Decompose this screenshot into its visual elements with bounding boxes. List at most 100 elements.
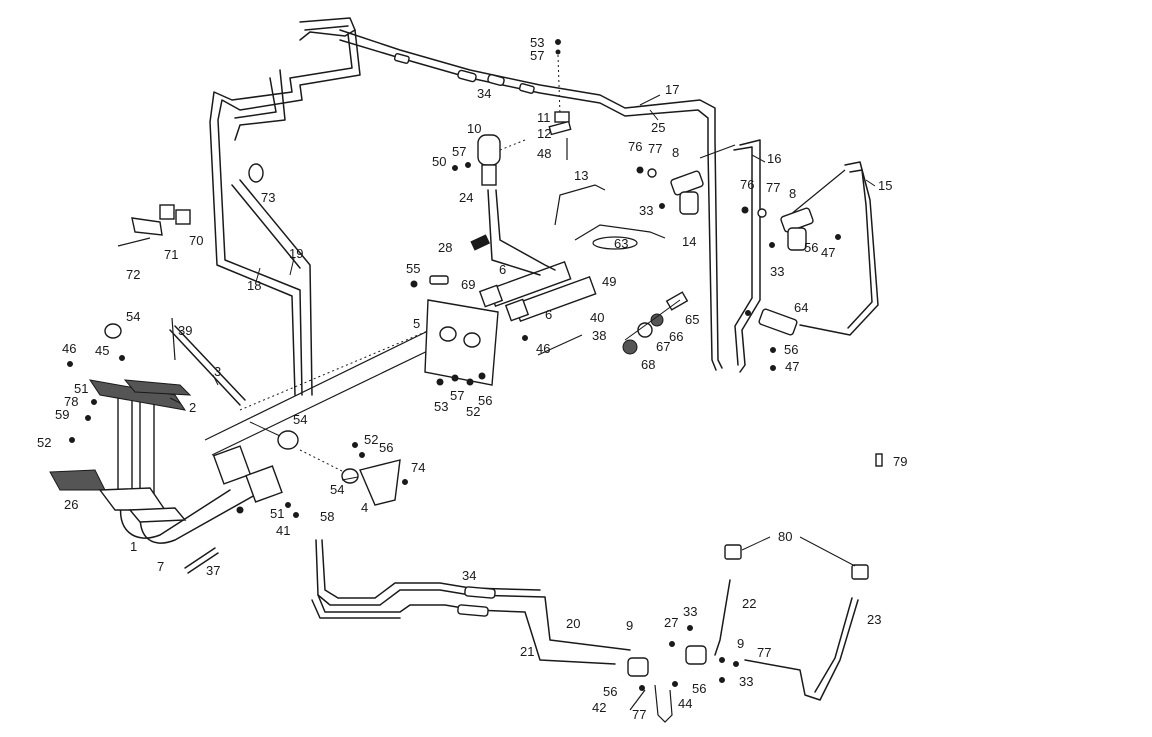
part-label-56-f: 56 (692, 681, 706, 696)
part-label-24: 24 (459, 190, 473, 205)
bolt-38 (537, 334, 583, 356)
part-label-57-plate: 57 (450, 388, 464, 403)
part-label-78: 78 (64, 394, 78, 409)
part-label-48: 48 (537, 146, 551, 161)
part-label-19: 19 (289, 246, 303, 261)
part-label-33-b: 33 (770, 264, 784, 279)
bracket-71 (131, 217, 163, 236)
part-label-40: 40 (590, 310, 604, 325)
washer-54-right (341, 468, 359, 484)
pedal-arm-left (117, 389, 133, 501)
part-label-57-top: 57 (530, 48, 544, 63)
bleeder-80-left (724, 544, 742, 560)
part-label-39: 39 (178, 323, 192, 338)
part-label-79: 79 (893, 454, 907, 469)
part-label-55: 55 (406, 261, 420, 276)
part-label-16: 16 (767, 151, 781, 166)
part-label-54-left: 54 (126, 309, 140, 324)
part-label-15: 15 (878, 178, 892, 193)
right-brake-lines (699, 139, 879, 373)
lower-brake-lines (311, 539, 859, 701)
upper-brake-lines (209, 17, 723, 396)
part-label-53-top: 53 (530, 35, 544, 50)
tee-8-left (670, 170, 704, 196)
piston-68 (622, 339, 638, 355)
part-label-34-lower: 34 (462, 568, 476, 583)
part-label-63: 63 (614, 236, 628, 251)
reservoir-10 (477, 134, 501, 166)
part-label-56-a: 56 (804, 240, 818, 255)
pin-39 (171, 317, 176, 361)
clip-28 (470, 234, 491, 251)
cap-69 (429, 275, 449, 285)
part-label-13: 13 (574, 168, 588, 183)
part-label-73: 73 (261, 190, 275, 205)
part-label-18: 18 (247, 278, 261, 293)
part-label-77-right: 77 (766, 180, 780, 195)
washer-54-left (104, 323, 122, 339)
part-label-52-plate: 52 (466, 404, 480, 419)
part-label-37: 37 (206, 563, 220, 578)
part-label-66: 66 (669, 329, 683, 344)
mounting-plate-5 (424, 299, 499, 386)
part-label-9-left: 9 (626, 618, 633, 633)
part-label-22: 22 (742, 596, 756, 611)
lower-fittings (457, 453, 883, 723)
part-label-33-a: 33 (639, 203, 653, 218)
part-label-4: 4 (361, 500, 368, 515)
part-label-56-c: 56 (478, 393, 492, 408)
part-number-labels: 1 2 3 4 5 6 6 7 8 8 9 9 10 11 12 13 14 1… (37, 35, 907, 722)
part-label-7: 7 (157, 559, 164, 574)
part-label-56-d: 56 (379, 440, 393, 455)
part-label-34-upper: 34 (477, 86, 491, 101)
bracket-4 (359, 459, 401, 506)
part-label-45: 45 (95, 343, 109, 358)
block-9-right (685, 645, 707, 665)
part-label-20: 20 (566, 616, 580, 631)
part-label-42: 42 (592, 700, 606, 715)
part-label-59: 59 (55, 407, 69, 422)
part-label-46-left: 46 (62, 341, 76, 356)
part-label-56-e: 56 (603, 684, 617, 699)
part-label-77-left: 77 (648, 141, 662, 156)
valve-parts (622, 291, 689, 355)
part-label-33-d: 33 (739, 674, 753, 689)
part-label-11: 11 (537, 110, 551, 125)
sleeve-34b (457, 604, 489, 617)
part-label-6-lower: 6 (545, 307, 552, 322)
part-label-67: 67 (656, 339, 670, 354)
pedal-pad-26 (49, 469, 106, 491)
tee-fittings (636, 166, 841, 371)
part-label-26: 26 (64, 497, 78, 512)
master-cylinder-group (410, 134, 666, 386)
hose-63 (592, 236, 638, 250)
pedal-shaft-3 (169, 329, 241, 406)
part-label-52-mid: 52 (364, 432, 378, 447)
part-label-47-a: 47 (821, 245, 835, 260)
part-label-58: 58 (320, 509, 334, 524)
part-label-21: 21 (520, 644, 534, 659)
part-label-9-right: 9 (737, 636, 744, 651)
part-label-54-right: 54 (330, 482, 344, 497)
bushing-54-mid (277, 430, 299, 450)
part-label-38: 38 (592, 328, 606, 343)
part-label-46-mid: 46 (536, 341, 550, 356)
part-label-68: 68 (641, 357, 655, 372)
bleeder-80-right (851, 564, 869, 580)
part-label-6-upper: 6 (499, 262, 506, 277)
pedal-assembly (49, 317, 299, 574)
sleeve-34a (464, 586, 496, 599)
bolt-72 (117, 237, 151, 247)
clamp-hardware (117, 163, 264, 247)
part-label-5: 5 (413, 316, 420, 331)
seal-66 (650, 313, 664, 327)
part-label-23: 23 (867, 612, 881, 627)
part-label-80: 80 (778, 529, 792, 544)
part-label-72: 72 (126, 267, 140, 282)
part-label-10: 10 (467, 121, 481, 136)
valve-64 (758, 308, 798, 336)
part-label-74: 74 (411, 460, 425, 475)
part-label-44: 44 (678, 696, 692, 711)
part-label-57-res: 57 (452, 144, 466, 159)
